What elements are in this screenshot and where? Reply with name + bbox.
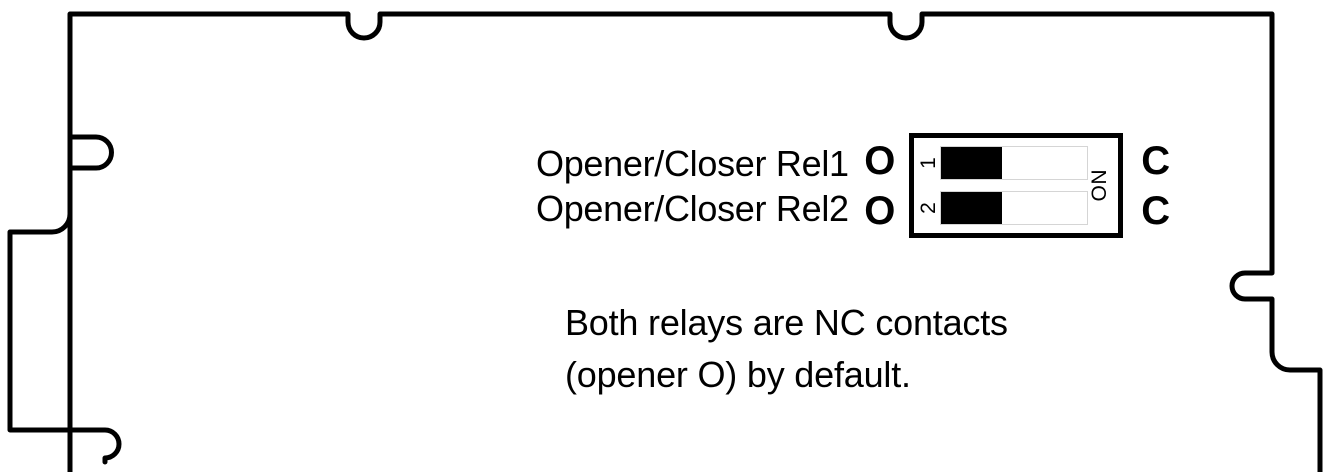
pcb-lower-left-outline-path xyxy=(7,207,122,465)
pcb-left-edge-path xyxy=(67,134,114,171)
closer-marker-column: C C xyxy=(1139,136,1173,236)
relay-1-closer-marker: C xyxy=(1141,138,1171,183)
relay-configuration-group: Opener/Closer Rel1 Opener/Closer Rel2 O … xyxy=(536,133,1173,238)
relay-2-opener-marker: O xyxy=(864,188,896,233)
note-line-1: Both relays are NC contacts xyxy=(565,302,1008,343)
dip-switch-block: 1 2 ON xyxy=(908,133,1123,238)
dip-switch-row-1: 1 xyxy=(916,144,1088,183)
dip-switch-2-number: 2 xyxy=(916,201,940,214)
opener-marker-column: O O xyxy=(863,136,897,236)
note-line-2: (opener O) by default. xyxy=(565,354,911,395)
dip-switch-2-slider[interactable] xyxy=(940,191,1003,224)
dip-switch-rows: 1 2 xyxy=(916,138,1088,233)
relay-2-label: Opener/Closer Rel2 xyxy=(536,187,849,229)
dip-switch-1-slider[interactable] xyxy=(940,147,1003,180)
dip-switch-1-track[interactable] xyxy=(939,146,1088,181)
relay-1-label: Opener/Closer Rel1 xyxy=(536,142,849,184)
dip-switch-on-label: ON xyxy=(1087,169,1111,202)
default-state-note: Both relays are NC contacts (opener O) b… xyxy=(565,297,1008,401)
dip-switch-2-track[interactable] xyxy=(939,190,1088,225)
relay-label-column: Opener/Closer Rel1 Opener/Closer Rel2 xyxy=(536,141,849,231)
dip-switch-1-number: 1 xyxy=(916,157,940,170)
pcb-outline-path xyxy=(67,11,1323,472)
dip-switch-row-2: 2 xyxy=(916,189,1088,228)
relay-1-opener-marker: O xyxy=(864,138,896,183)
relay-2-closer-marker: C xyxy=(1141,188,1171,233)
